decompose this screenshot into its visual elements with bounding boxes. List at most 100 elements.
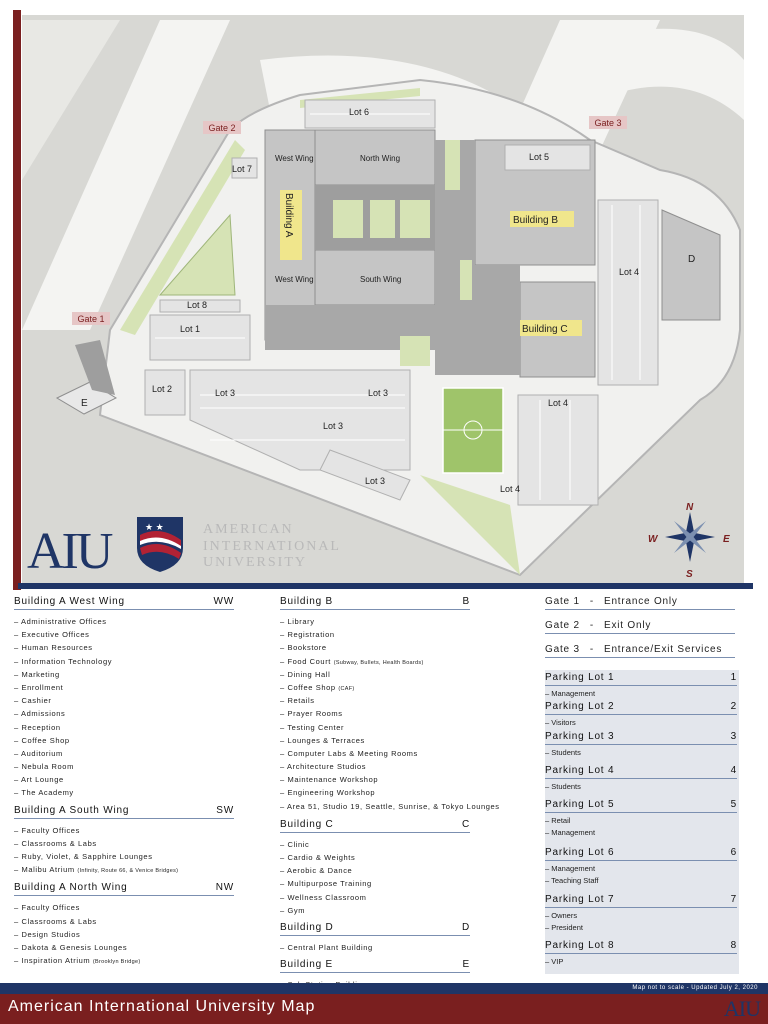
list-item: Lounges & Terraces <box>280 734 470 747</box>
west-wing-code: WW <box>213 596 234 607</box>
grass-strip <box>120 140 245 335</box>
parking-lot-entry: Parking Lot 77OwnersPresident <box>545 894 737 934</box>
building-e-title: Building E <box>280 959 334 971</box>
aiu-shield-icon: ★ ★ <box>137 517 183 572</box>
building-e-header: Building E E <box>280 959 470 974</box>
list-item: Classrooms & Labs <box>14 915 234 928</box>
list-item: Design Studios <box>14 928 234 941</box>
gate-desc: Exit Only <box>603 620 652 631</box>
list-item: Executive Offices <box>14 628 234 641</box>
lot-5-label: Lot 5 <box>529 152 549 162</box>
building-b-list: Dining Hall <box>280 668 470 681</box>
building-e-label: E <box>81 398 88 409</box>
gate-desc: Entrance/Exit Services <box>603 644 723 655</box>
gate-row: Gate 3-Entrance/Exit Services <box>545 644 735 658</box>
list-item: Cashier <box>14 694 234 707</box>
building-d-title: Building D <box>280 921 334 933</box>
list-item: Food Court (Subway, Bullets, Health Boar… <box>280 655 470 668</box>
west-wing-header: Building A West Wing WW <box>14 596 234 610</box>
parking-lot-entry: Parking Lot 33Students <box>545 731 737 759</box>
logo-line-international: INTERNATIONAL <box>203 539 341 554</box>
gate-2-label: Gate 2 <box>208 123 235 133</box>
parking-lot-number: 4 <box>730 765 737 776</box>
list-item: Central Plant Building <box>280 941 470 954</box>
substation-yard <box>75 340 115 395</box>
lot-labels: Lot 6 Lot 5 Lot 4 Lot 4 Lot 4 Lot 1 Lot … <box>152 107 639 494</box>
food-court: Food Court <box>287 656 331 666</box>
lot-2-label: Lot 2 <box>152 384 172 394</box>
parking-lot-number: 6 <box>730 847 737 858</box>
list-item: Human Resources <box>14 641 234 654</box>
parking-lot-number: 1 <box>730 672 737 683</box>
list-item: Management <box>545 827 737 839</box>
triangle-park <box>158 213 236 296</box>
building-e-code: E <box>462 959 470 971</box>
legend-column-2: Building B B LibraryRegistrationBookstor… <box>280 596 499 991</box>
building-c-title: Building C <box>280 818 334 830</box>
building-b-code: B <box>462 596 470 607</box>
west-wing-label-south: West Wing <box>275 275 314 284</box>
list-item: Art Lounge <box>14 773 234 786</box>
list-item: Ruby, Violet, & Sapphire Lounges <box>14 850 234 863</box>
parking-lot-name: Parking Lot 8 <box>545 940 615 951</box>
building-c-section: Building C C ClinicCardio & WeightsAerob… <box>280 819 470 917</box>
parking-lot-name: Parking Lot 4 <box>545 765 615 776</box>
parking-lot-entry: Parking Lot 4 4Students <box>545 765 737 793</box>
list-item: Maintenance Workshop <box>280 773 470 786</box>
north-wing-label: North Wing <box>360 154 400 163</box>
list-item: Teaching Staff <box>545 875 737 887</box>
list-item: Auditorium <box>14 747 234 760</box>
grass-patch <box>400 336 430 366</box>
west-wing-list: Administrative OfficesExecutive OfficesH… <box>14 615 234 800</box>
footer-note: Map not to scale - Updated July 2, 2020 <box>632 985 758 991</box>
list-item: Retails <box>280 694 470 707</box>
compass-icon <box>665 512 715 562</box>
list-item: Information Technology <box>14 655 234 668</box>
walkway <box>475 265 520 375</box>
list-item: Students <box>545 781 737 793</box>
lot-4-label-2: Lot 4 <box>500 484 520 494</box>
grass-patch <box>445 140 460 190</box>
parking-lot-number: 8 <box>730 940 737 951</box>
list-item: Visitors <box>545 717 737 729</box>
list-item: Enrollment <box>14 681 234 694</box>
footer-bar <box>0 994 768 1024</box>
coffee-shop: Coffee Shop <box>287 682 336 692</box>
list-item: Dakota & Genesis Lounges <box>14 941 234 954</box>
building-c-label: Building C <box>522 324 568 335</box>
courtyard-1 <box>333 200 363 238</box>
list-item: Engineering Workshop <box>280 786 470 799</box>
parking-lot-name: Parking Lot 3 <box>545 731 615 742</box>
north-wing-list: Faculty OfficesClassrooms & LabsDesign S… <box>14 901 234 954</box>
parking-lot-name: Parking Lot 1 <box>545 672 615 683</box>
building-a-label-bg <box>280 190 302 260</box>
building-b-label-bg <box>510 211 574 227</box>
parking-lot-name: Parking Lot 2 <box>545 701 615 712</box>
north-wing-title: Building A North Wing <box>14 882 128 894</box>
list-item: Dining Hall <box>280 668 470 681</box>
gate-desc: Entrance Only <box>603 596 678 607</box>
parking-lot-entry: Parking Lot 1 1Management <box>545 672 737 700</box>
parking-lot-number: 7 <box>730 894 737 905</box>
list-item: Wellness Classroom <box>280 891 470 904</box>
list-item: Prayer Rooms <box>280 707 470 720</box>
parking-lot-3-south <box>319 449 411 501</box>
list-item: Management <box>545 688 737 700</box>
malibu-atrium-note: (Infinity, Route 66, & Venice Bridges) <box>77 868 179 875</box>
inspiration-atrium-note: (Brooklyn Bridge) <box>92 959 141 966</box>
building-b-label: Building B <box>513 215 558 226</box>
gate-3-label: Gate 3 <box>594 118 621 128</box>
list-item: Retail <box>545 815 737 827</box>
list-item: Computer Labs & Meeting Rooms <box>280 747 470 760</box>
food-court-note: (Subway, Bullets, Health Boards) <box>333 659 424 666</box>
highway-west <box>22 20 230 330</box>
list-item: Owners <box>545 910 737 922</box>
gate-sep: - <box>589 644 594 655</box>
list-item: Admissions <box>14 707 234 720</box>
list-item: Malibu Atrium (Infinity, Route 66, & Ven… <box>14 863 234 876</box>
list-item: Management <box>545 863 737 875</box>
footer-strip <box>0 983 768 994</box>
